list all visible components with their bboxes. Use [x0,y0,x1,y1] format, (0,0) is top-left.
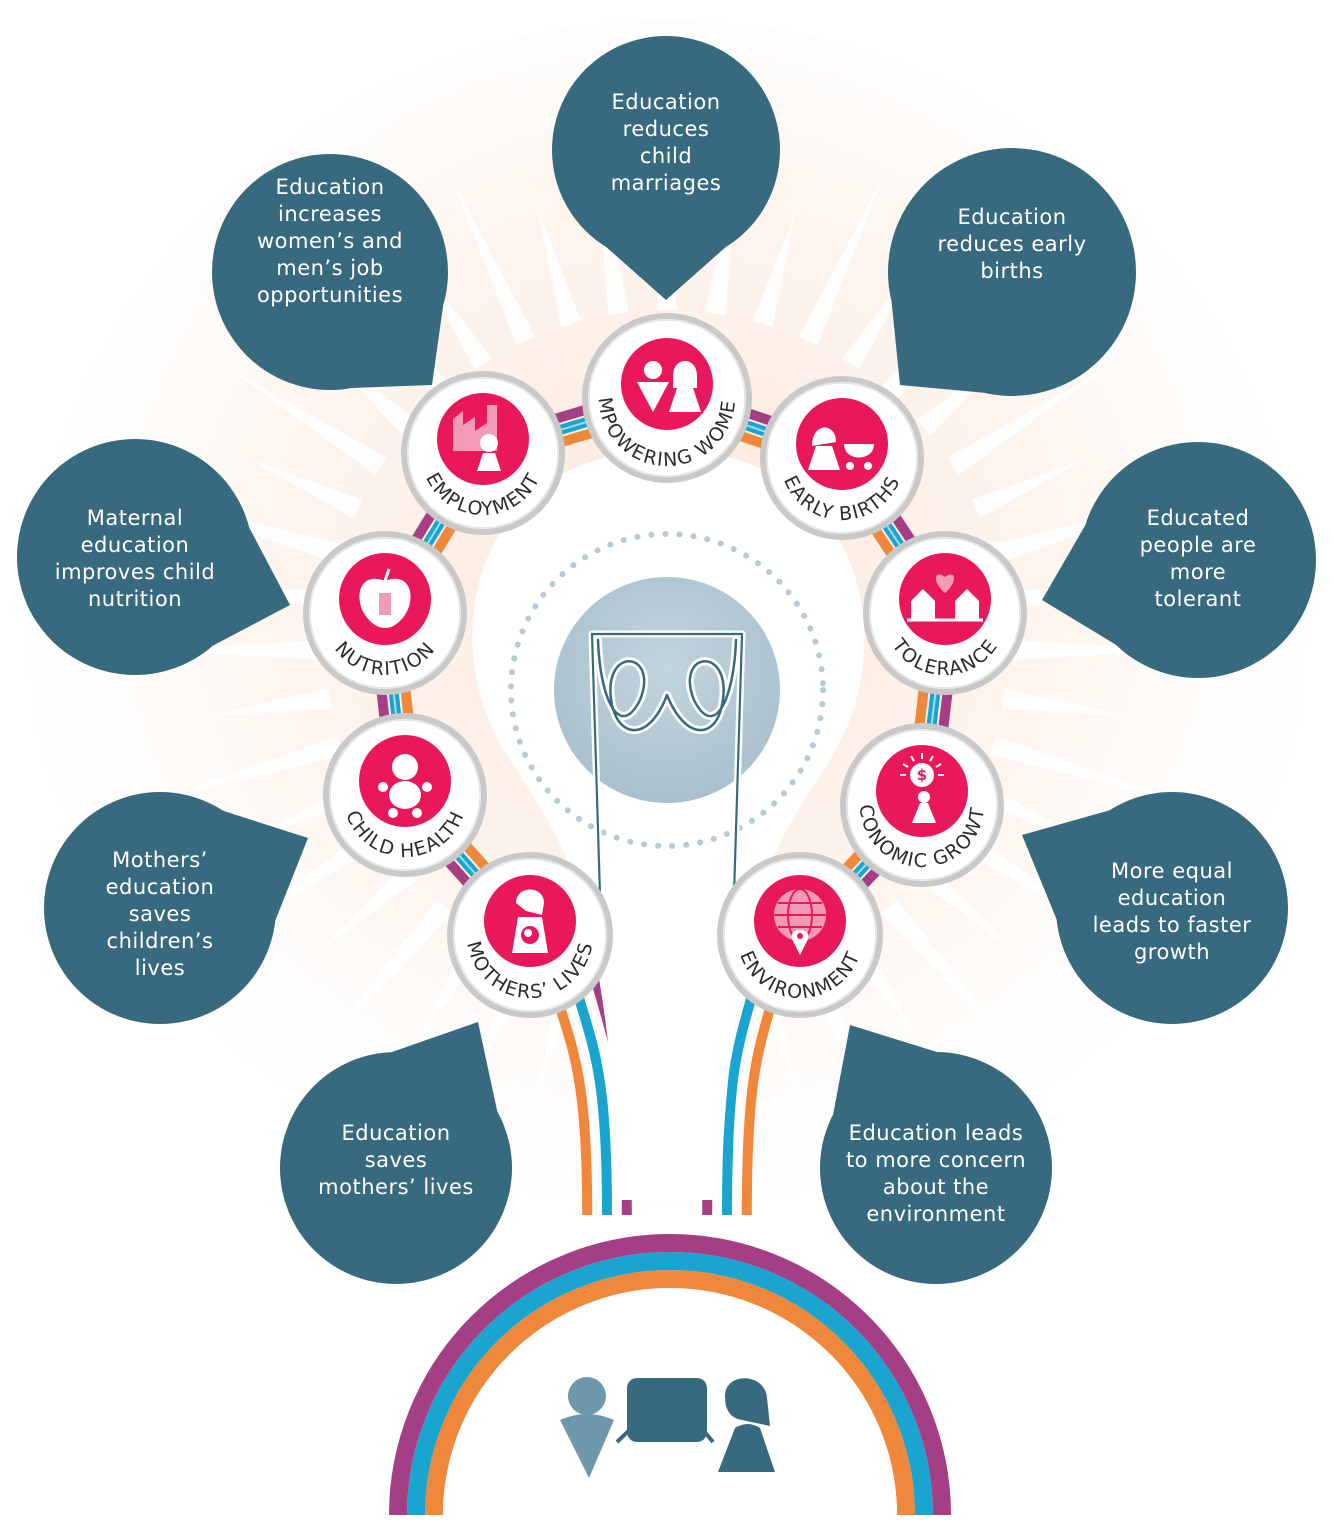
light-ray [990,735,1166,797]
bubble-text-line: men’s job [276,255,384,280]
bubble-text-line: growth [1133,940,1211,964]
bubble-text-line: Educated [1146,506,1250,530]
bubble-early-births [888,148,1136,396]
bubble-text-line: environment [866,1202,1006,1226]
factory-worker-icon [453,405,501,471]
light-ray [1006,639,1187,661]
light-ray [168,735,344,797]
bubble-text-line: Education [341,1120,451,1145]
light-ray [1001,688,1123,716]
bubble-text-line: to more concern [845,1148,1027,1172]
center-circle [554,577,780,803]
bubble-text-tolerance: Educated people are more tolerant [1108,505,1288,613]
bubble-text-line: mothers’ lives [318,1174,474,1199]
bubble-text-line: reduces early [937,231,1087,256]
light-ray [752,208,797,327]
baby-icon [378,754,432,818]
bubble-tolerance [1042,442,1316,678]
node-tolerance: TOLERANCE [863,531,1027,695]
node-employment: EMPLOYMENT [401,371,565,535]
rainbow-arc [389,1234,951,1516]
light-ray [211,688,333,716]
bubble-text-line: nutrition [87,587,183,611]
bubble-text-line: marriages [610,171,722,195]
light-ray [147,639,328,661]
light-ray [326,900,453,1043]
women-icon [637,361,701,412]
bubble-text-empowering: Education reduces child marriages [556,89,776,197]
bubble-employment [212,154,448,390]
light-ray [971,458,1086,519]
bubble-text-line: opportunities [256,282,404,307]
callout-bubbles [17,36,1316,1284]
node-child-health: CHILD HEALTH [323,713,487,877]
node-mothers-lives: MOTHERS’ LIVES [447,852,613,1018]
bubble-text-line: education [105,874,215,899]
node-environment: ENVIRONMENT [717,852,883,1018]
bubble-text-nutrition: Maternal education improves child nutrition [40,505,230,613]
bubble-text-line: saves [128,901,192,926]
bubble-text-line: education [1117,886,1227,910]
bubble-text-line: women’s and [256,228,403,253]
bubble-text-line: Education [957,204,1067,229]
light-ray [319,864,417,952]
bubble-empowering [552,36,780,300]
light-ray [450,176,536,346]
bubble-text-line: Education leads [848,1121,1024,1145]
light-ray [947,368,1105,475]
rainbow-blue [407,1252,933,1516]
rainbow-purple [389,1234,951,1516]
bulb-filament-icon [588,630,746,899]
bubble-text-line: Maternal [86,506,184,530]
light-ray [537,208,582,327]
light-ray [229,368,387,475]
bubble-text-line: Education [275,174,385,199]
bubble-text-line: saves [364,1147,428,1172]
bubble-text-line: Mothers’ [112,847,208,872]
dollar-sun-icon: $ [900,753,944,823]
bubble-text-line: lives [134,955,186,980]
bubble-child-health [44,792,308,1024]
node-early-births: EARLY BIRTHS [760,376,924,540]
bubble-nutrition [17,439,290,675]
bubble-text-line: increases [278,201,382,226]
bubble-text-line: Education [611,90,721,114]
light-ray [798,176,884,346]
bubble-text-line: reduces [622,117,710,141]
bubble-economic-growth [1022,792,1288,1024]
bubble-text-environment: Education leads to more concern about the e… [836,1120,1036,1228]
svg-text:$: $ [917,766,927,784]
mother-pram-icon [808,427,874,470]
bubble-text-line: people are [1139,533,1257,557]
houses-heart-icon [907,574,983,622]
light-ray [917,864,1015,952]
bubble-text-line: education [80,533,190,557]
bubble-text-line: about the [882,1175,990,1199]
bubble-text-line: child [639,144,693,168]
rainbow-orange [425,1270,915,1516]
teacher-student-desk-icon [560,1377,775,1478]
dotted-ring [508,531,826,849]
bubble-text-line: births [980,258,1044,283]
apple-icon [359,568,411,628]
bubble-environment [820,1025,1052,1284]
bubble-text-line: improves child [54,560,216,584]
bubble-text-line: more [1169,560,1227,584]
globe-pin-icon [774,888,826,955]
bubble-text-line: tolerant [1154,587,1242,611]
node-nutrition: NUTRITION [303,531,467,695]
light-ray [881,900,1008,1043]
light-ray [248,458,363,519]
bubble-text-line: leads to faster [1092,913,1252,937]
bubble-text-line: More equal [1110,859,1233,883]
bubble-text-economic-growth: More equal education leads to faster growth [1072,858,1272,966]
bubble-text-line: children’s [106,928,214,953]
bubble-mothers-lives [280,1022,512,1284]
pregnant-mother-icon [512,889,548,953]
